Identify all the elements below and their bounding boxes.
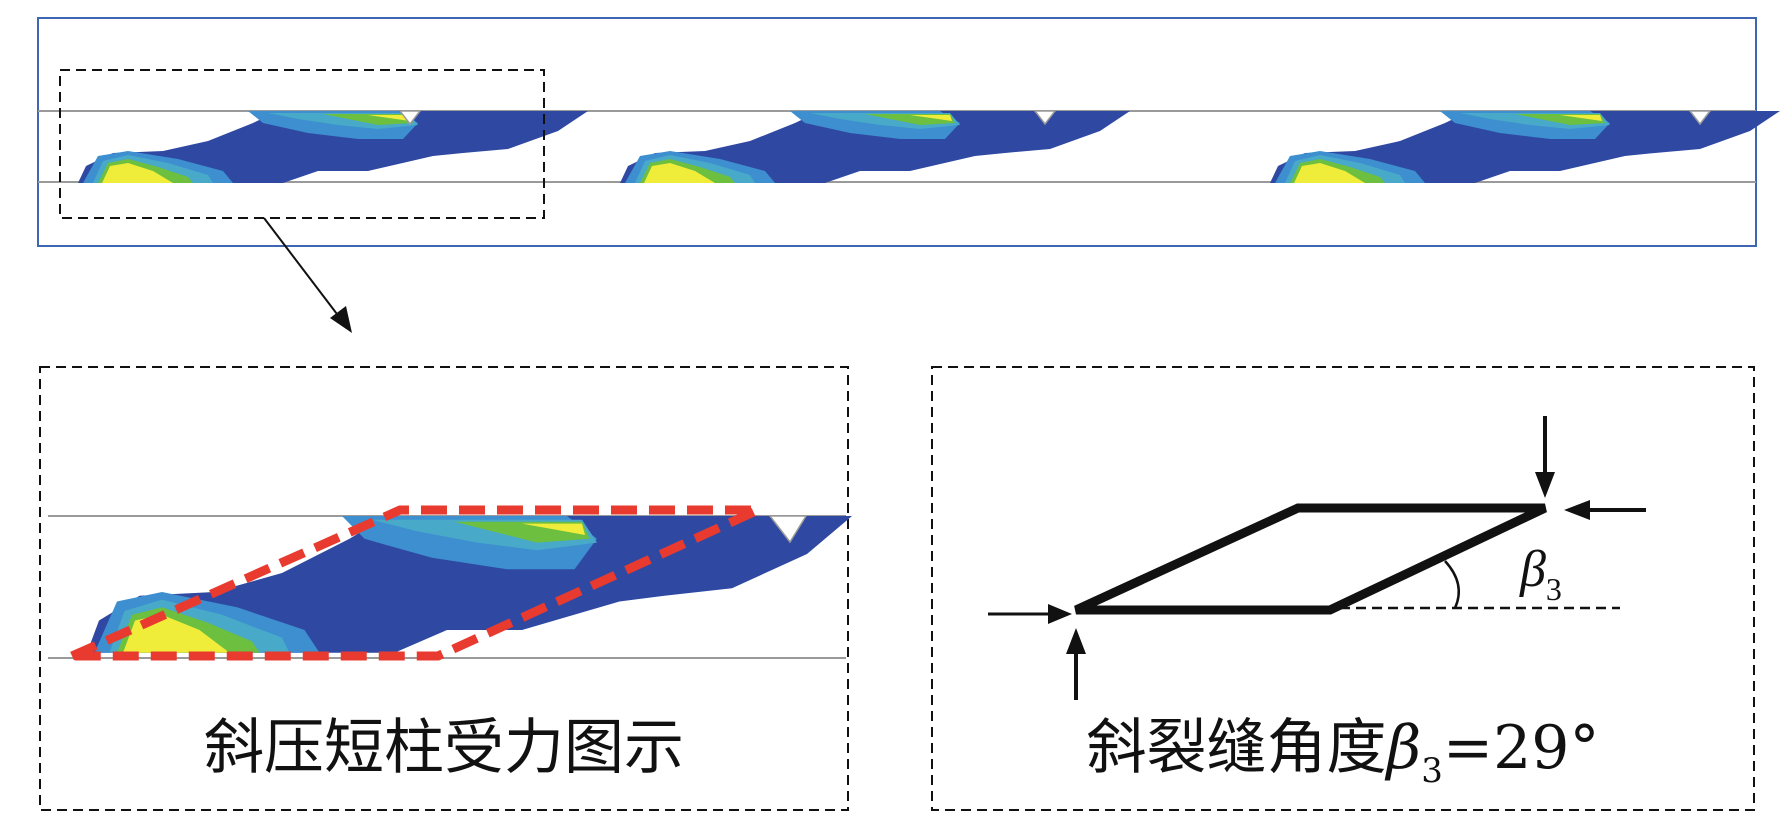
bottom-vertical-arrow — [1066, 628, 1086, 700]
strut-detail-panel: 斜压短柱受力图示 — [39, 366, 852, 811]
model-strip-panel — [37, 17, 1780, 247]
notch-2 — [1033, 110, 1057, 126]
left-caption: 斜压短柱受力图示 — [204, 713, 684, 783]
angle-label-symbol: β — [1519, 541, 1546, 598]
angle-arc — [1444, 560, 1460, 609]
right-caption: 斜裂缝角度β3=29° — [1087, 713, 1600, 791]
right-caption-symbol: β — [1385, 713, 1422, 783]
crack-angle-panel: β3 斜裂缝角度β3=29° — [931, 366, 1755, 811]
detail-notch — [768, 515, 808, 544]
right-caption-prefix: 斜裂缝角度 — [1087, 713, 1387, 783]
crack-angle-frame — [931, 366, 1755, 811]
right-caption-suffix: =29° — [1443, 713, 1600, 783]
angle-label: β3 — [1519, 541, 1562, 607]
zoom-arrow — [263, 217, 352, 333]
notch-3 — [1688, 110, 1712, 126]
strut-parallelogram — [1074, 503, 1547, 615]
notch-1 — [398, 110, 422, 126]
right-horizontal-arrow — [1564, 500, 1646, 520]
angle-label-subscript: 3 — [1546, 571, 1562, 607]
zoom-selection-box — [59, 69, 545, 219]
top-vertical-arrow — [1535, 416, 1555, 498]
left-horizontal-arrow — [988, 604, 1072, 624]
right-caption-subscript: 3 — [1421, 751, 1443, 791]
compression-strut-outline — [70, 505, 760, 661]
